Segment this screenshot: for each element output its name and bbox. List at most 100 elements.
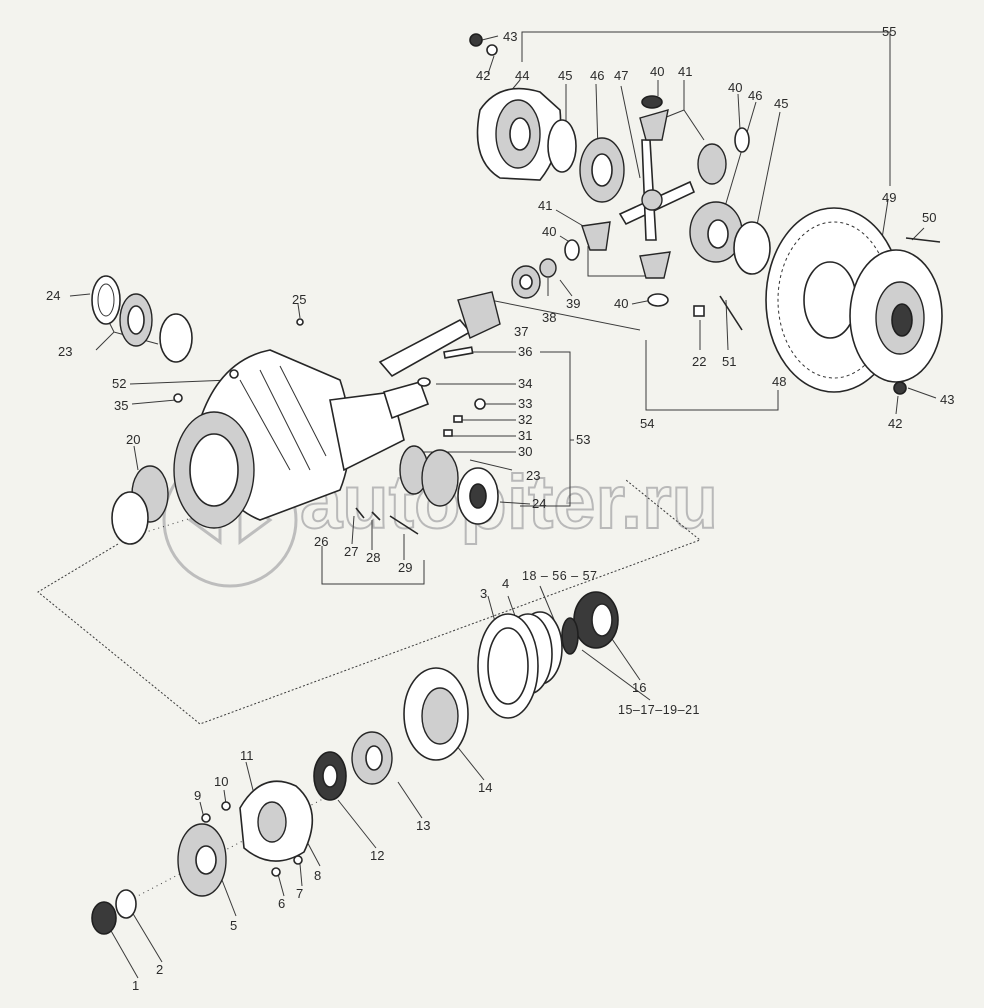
pin-25 <box>296 318 304 326</box>
leader-24a <box>69 293 91 297</box>
leader-5 <box>221 879 237 917</box>
callout-52: 52 <box>112 376 126 391</box>
bolt-28 <box>371 511 381 521</box>
callout-16: 16 <box>632 680 646 695</box>
callout-24a: 24 <box>46 288 60 303</box>
callout-40b: 40 <box>728 80 742 95</box>
callout-48: 48 <box>772 374 786 389</box>
bearing-13 <box>351 731 393 785</box>
washer-10 <box>221 801 231 811</box>
callout-24b: 24 <box>532 496 546 511</box>
callout-43a: 43 <box>503 29 517 44</box>
callout-51: 51 <box>722 354 736 369</box>
callout-55: 55 <box>882 24 896 39</box>
washer-42a <box>486 44 498 56</box>
bearing-cup-24b <box>457 467 499 525</box>
leader-16 <box>609 635 641 681</box>
callout-22: 22 <box>692 354 706 369</box>
callout-45a: 45 <box>558 68 572 83</box>
callout-45b: 45 <box>774 96 788 111</box>
leader-43a <box>481 35 499 41</box>
callout-28: 28 <box>366 550 380 565</box>
leader-54 <box>645 340 779 411</box>
leader-52 <box>129 379 231 385</box>
nut-43a <box>469 33 483 47</box>
bearing-cap-30 <box>382 381 430 420</box>
bolt-6 <box>271 867 281 877</box>
leader-46b <box>723 101 757 211</box>
bearing-23b <box>421 449 459 507</box>
callout-46b: 46 <box>748 88 762 103</box>
washer-34 <box>417 377 431 387</box>
callout-40d: 40 <box>614 296 628 311</box>
callout-26: 26 <box>314 534 328 549</box>
leader-42a <box>487 55 495 75</box>
leader-37 <box>489 299 641 331</box>
washer-40c <box>564 239 580 261</box>
callout-46a: 46 <box>590 68 604 83</box>
callout-38: 38 <box>542 310 556 325</box>
side-gear-46a <box>579 137 625 203</box>
callout-13: 13 <box>416 818 430 833</box>
leader-25 <box>297 303 301 319</box>
callout-10: 10 <box>214 774 228 789</box>
pinion-gear-41c <box>581 221 611 251</box>
side-gear-46b <box>689 201 743 263</box>
leader-35 <box>131 399 177 405</box>
callout-50: 50 <box>922 210 936 225</box>
bolt-33 <box>474 398 486 410</box>
bearing-cup-23b <box>159 313 193 363</box>
callout-23a: 23 <box>58 344 72 359</box>
pinion-gear-41b <box>697 143 727 185</box>
callout-8: 8 <box>314 868 321 883</box>
carrier-housing-26 <box>173 318 405 529</box>
spider-cross-47 <box>618 139 696 241</box>
washer-40d <box>647 293 669 307</box>
callout-18-56-57: 18 – 56 – 57 <box>522 569 598 583</box>
callout-29: 29 <box>398 560 412 575</box>
cage-16 <box>573 591 619 649</box>
callout-25: 25 <box>292 292 306 307</box>
bolt-50 <box>905 237 941 243</box>
lock-32 <box>453 415 463 423</box>
leader-55 <box>521 31 891 186</box>
seal-12 <box>313 751 347 801</box>
leader-40b <box>737 93 741 131</box>
washer-40a <box>641 95 663 109</box>
callout-39: 39 <box>566 296 580 311</box>
callout-34: 34 <box>518 376 532 391</box>
pinion-gear-41a <box>639 109 669 141</box>
leader-50 <box>911 227 925 241</box>
callout-49: 49 <box>882 190 896 205</box>
leader-40c-bracket <box>587 246 646 277</box>
bearing-housing-14 <box>403 667 469 761</box>
pin-22 <box>693 305 705 317</box>
callout-47: 47 <box>614 68 628 83</box>
bearing-38 <box>511 265 541 299</box>
washer-7 <box>293 855 303 865</box>
bolt-51 <box>719 295 743 331</box>
leader-20 <box>133 445 139 471</box>
callout-40a: 40 <box>650 64 664 79</box>
drive-pinion-37 <box>378 291 501 378</box>
nut-43b <box>893 381 907 395</box>
callout-20: 20 <box>126 432 140 447</box>
leader-47 <box>620 85 641 179</box>
callout-41a: 41 <box>678 64 692 79</box>
bearing-15 <box>561 617 579 655</box>
cover-11 <box>239 780 314 862</box>
thrust-washer-45a <box>547 119 577 173</box>
callout-42a: 42 <box>476 68 490 83</box>
leader-24b <box>499 501 531 505</box>
leader-2 <box>131 911 163 963</box>
leader-15 <box>581 649 651 701</box>
leader-12 <box>337 799 377 849</box>
callout-42b: 42 <box>888 416 902 431</box>
stud-29 <box>389 515 419 535</box>
gasket-3 <box>477 613 539 719</box>
callout-35: 35 <box>114 398 128 413</box>
callout-33: 33 <box>518 396 532 411</box>
callout-44: 44 <box>515 68 529 83</box>
leader-7 <box>299 863 303 887</box>
